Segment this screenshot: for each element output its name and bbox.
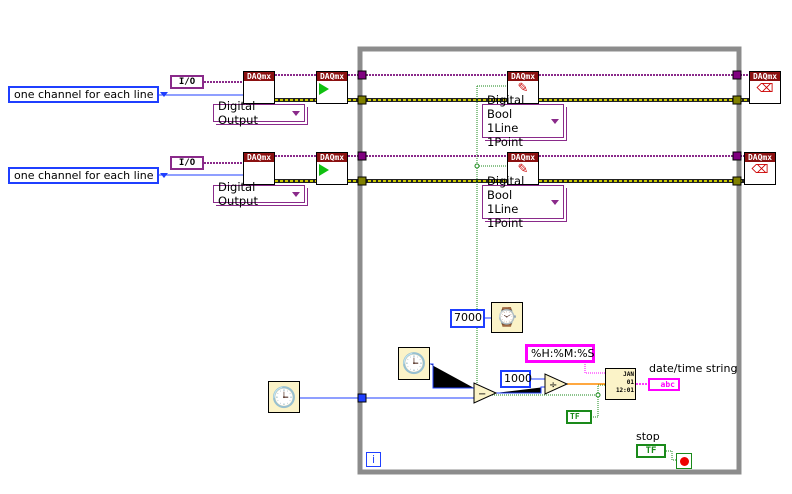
subtract-function [473,382,498,404]
io-constant-row2[interactable]: I/O [170,156,204,170]
daqmx-start-task-row1[interactable]: DAQmx [316,71,348,104]
loop-condition-terminal[interactable] [676,453,692,469]
dropdown-arrow-icon [159,92,168,97]
divide-function [544,373,569,395]
daqmx-write-row1[interactable]: DAQmx✎ [507,71,539,104]
ring-value: Digital Output [218,180,258,208]
divisor-constant[interactable]: 1000 [500,370,532,388]
play-icon [319,164,329,176]
task-wire-row1 [204,74,749,83]
channel-type-ring-row1[interactable]: Digital Output [213,99,305,127]
daqmx-create-channel-row1[interactable]: DAQmx [243,71,275,104]
lines-ring-row2[interactable]: one channel for each line [8,167,168,184]
daqmx-start-task-row2[interactable]: DAQmx [316,152,348,185]
dropdown-arrow-icon [551,199,559,205]
daqmx-write-row2[interactable]: DAQmx✎ [507,152,539,185]
daqmx-create-channel-row2[interactable]: DAQmx [243,152,275,185]
datetime-string-indicator[interactable]: abc [648,378,680,391]
difference-wire [495,386,545,394]
tick-count-clock-icon[interactable]: 🕒 [398,347,430,380]
svg-text:÷: ÷ [549,380,557,391]
channel-type-ring-row2[interactable]: Digital Output [213,180,305,208]
tick-tunnel [357,393,367,403]
stop-sign-icon [679,456,689,466]
ring-value: Digital Output [218,99,258,127]
boolean-constant[interactable]: TF [566,410,592,424]
ring-value: one channel for each line [14,169,154,182]
eraser-icon: ⌫ [756,81,774,95]
while-loop-frame [357,46,742,475]
lines-ring-row1[interactable]: one channel for each line [8,86,168,103]
io-constant-row1[interactable]: I/O [170,75,204,89]
dropdown-arrow-icon [292,191,300,197]
start-tick-count-clock-icon[interactable]: 🕒 [268,381,300,413]
current-tick-wire [430,363,474,389]
task-wire-row2 [204,155,744,164]
ring-value: one channel for each line [14,88,154,101]
format-string-constant[interactable]: %H:%M:%S [525,344,595,363]
dropdown-arrow-icon [292,110,300,116]
datetime-indicator-label: date/time string [649,362,738,375]
dropdown-arrow-icon [551,118,559,124]
wait-ms-constant[interactable]: 7000 [450,309,485,328]
pencil-icon: ✎ [517,162,529,177]
dropdown-arrow-icon [159,173,168,178]
pencil-icon: ✎ [517,81,529,96]
stop-label: stop [636,430,660,443]
play-icon [319,83,329,95]
stop-button-terminal[interactable]: TF [636,444,666,458]
loop-iteration-terminal: i [366,452,381,467]
eraser-icon: ⌫ [751,162,769,176]
wait-ms-watch-icon[interactable]: ⌚ [491,302,523,333]
daqmx-clear-task-row1[interactable]: DAQmx⌫ [749,71,781,104]
svg-text:−: − [478,389,486,400]
daqmx-clear-task-row2[interactable]: DAQmx⌫ [744,152,776,185]
